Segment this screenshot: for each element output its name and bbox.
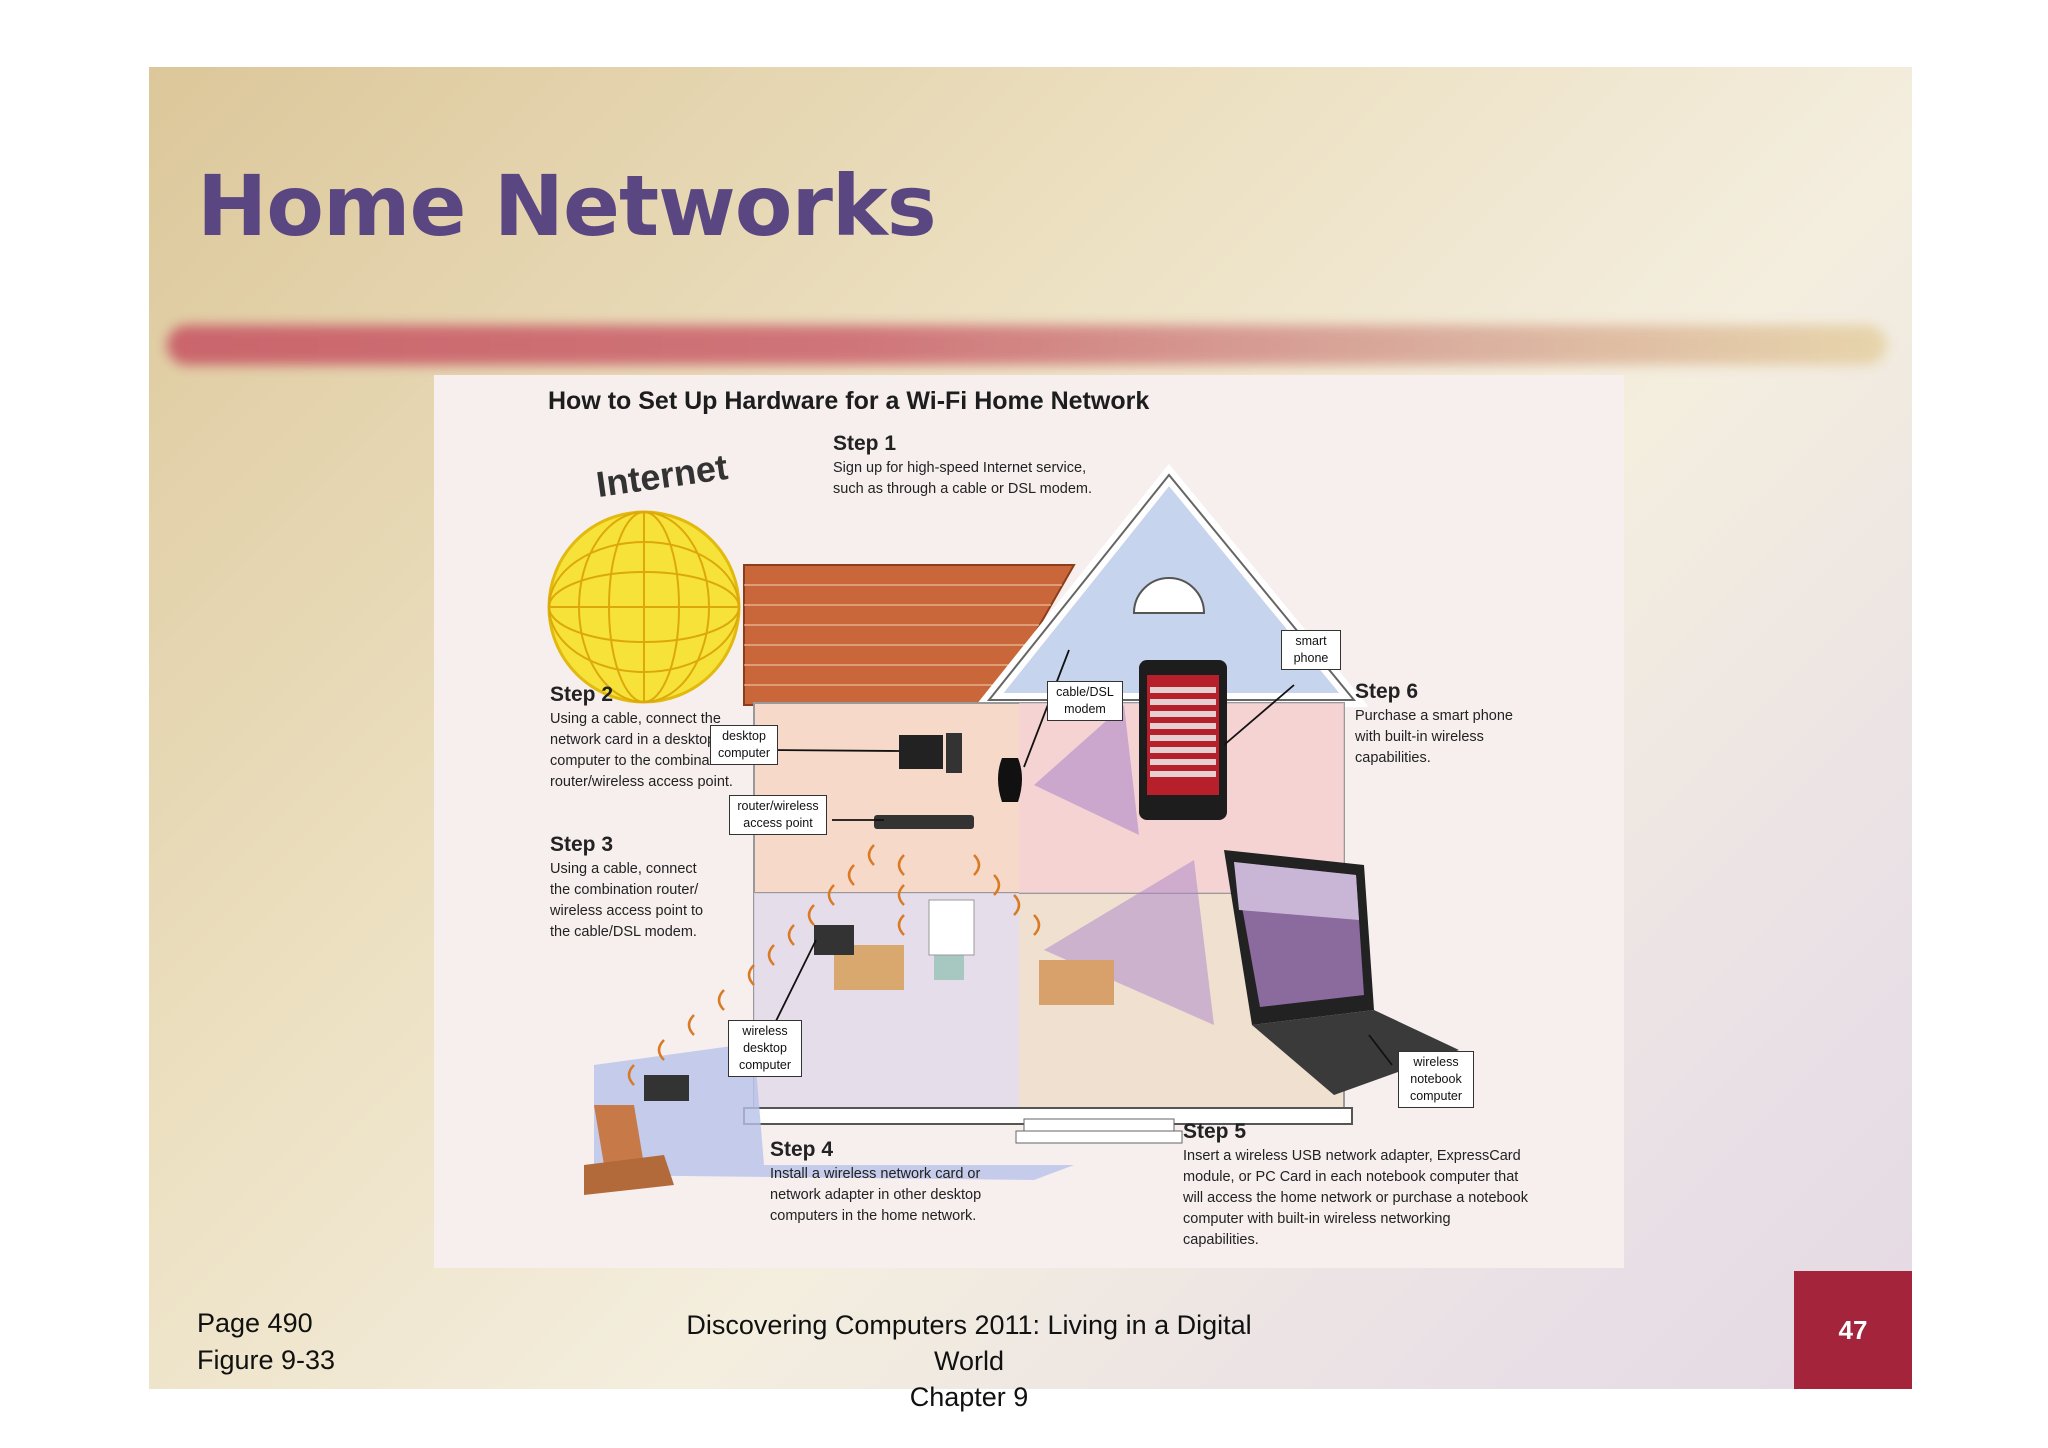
step-2-text: Using a cable, connect the network card … (550, 711, 733, 790)
figure-reference: Figure 9-33 (197, 1345, 336, 1375)
step-4: Step 4 Install a wireless network card o… (770, 1138, 1000, 1227)
modem-icon (998, 758, 1022, 802)
step-4-text: Install a wireless network card or netwo… (770, 1166, 982, 1224)
step-6-text: Purchase a smart phone with built-in wir… (1355, 708, 1513, 766)
internet-globe-icon (547, 510, 741, 704)
label-desktop-computer: desktop computer (710, 725, 778, 765)
step-3-title: Step 3 (550, 833, 614, 856)
chair-with-laptop-icon (584, 1075, 689, 1195)
wifi-signal-icon (627, 844, 1041, 1086)
step-1: Step 1 Sign up for high-speed Internet s… (833, 432, 1093, 500)
step-2: Step 2 Using a cable, connect the networ… (550, 683, 735, 793)
slide: Home Networks (149, 67, 1912, 1412)
footer-book: Discovering Computers 2011: Living in a … (679, 1307, 1259, 1415)
page-reference: Page 490 (197, 1308, 313, 1338)
step-5: Step 5 Insert a wireless USB network ada… (1183, 1120, 1528, 1251)
label-wireless-notebook: wireless notebook computer (1398, 1051, 1474, 1108)
figure-title: How to Set Up Hardware for a Wi-Fi Home … (548, 387, 1150, 415)
step-1-title: Step 1 (833, 432, 897, 455)
home-network-illustration (547, 463, 1459, 1195)
step-3: Step 3 Using a cable, connect the combin… (550, 833, 715, 943)
step-2-title: Step 2 (550, 683, 614, 706)
step-3-text: Using a cable, connect the combination r… (550, 861, 704, 940)
title-divider (167, 325, 1887, 365)
step-5-title: Step 5 (1183, 1120, 1247, 1143)
page-number: 47 (1794, 1271, 1912, 1389)
label-modem: cable/DSL modem (1047, 681, 1123, 721)
router-icon (874, 815, 974, 829)
footer-reference: Page 490 Figure 9-33 (197, 1305, 335, 1379)
desktop-computer-icon (899, 735, 943, 769)
step-6: Step 6 Purchase a smart phone with built… (1355, 680, 1520, 769)
figure-panel: How to Set Up Hardware for a Wi-Fi Home … (434, 375, 1624, 1268)
slide-title: Home Networks (197, 157, 937, 255)
label-smart-phone: smart phone (1281, 630, 1341, 670)
chapter-label: Chapter 9 (909, 1382, 1029, 1412)
step-5-text: Insert a wireless USB network adapter, E… (1183, 1148, 1528, 1248)
step-1-text: Sign up for high-speed Internet service,… (833, 460, 1092, 497)
step-4-title: Step 4 (770, 1138, 834, 1161)
step-6-title: Step 6 (1355, 680, 1419, 703)
label-router: router/wireless access point (729, 795, 827, 835)
book-title: Discovering Computers 2011: Living in a … (686, 1310, 1252, 1376)
label-wireless-desktop: wireless desktop computer (728, 1020, 802, 1077)
